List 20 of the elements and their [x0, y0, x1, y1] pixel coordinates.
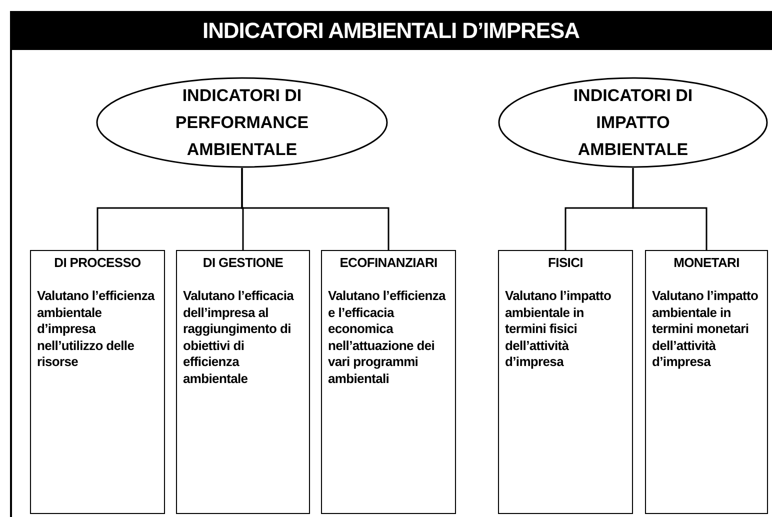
box-description: Valutano l’impatto ambientale in termini fisici dell’attività d’impresa	[505, 288, 612, 370]
indicator-box	[30, 250, 165, 514]
category-heading: INDICATORI DI PERFORMANCE AMBIENTALE	[174, 85, 310, 161]
box-heading: FISICI	[547, 254, 584, 272]
box-description: Valutano l’impatto ambientale in termini monetari dell’attività d’impresa	[652, 288, 760, 370]
indicator-box	[321, 250, 456, 514]
indicator-box	[176, 250, 310, 514]
connector-line	[241, 168, 390, 250]
indicator-box	[498, 250, 633, 514]
box-heading: MONETARI	[672, 254, 740, 272]
category-heading: INDICATORI DI IMPATTO AMBIENTALE	[572, 85, 694, 161]
box-description: Valutano l’efficienza e l’efficacia economica nell’attuazione dei vari programmi ambientali	[328, 288, 447, 387]
box-heading: DI GESTIONE	[202, 254, 284, 272]
title-bar: INDICATORI AMBIENTALI D’IMPRESA	[10, 11, 772, 50]
box-description: Valutano l’efficacia dell’impresa al raggiungimento di obiettivi di efficienza ambientale	[183, 288, 295, 387]
box-description: Valutano l’efficienza ambientale d’impresa nell’utilizzo delle risorse	[37, 288, 156, 370]
box-heading: ECOFINANZIARI	[338, 254, 438, 272]
connector-line	[632, 168, 708, 250]
indicator-box	[645, 250, 768, 514]
box-heading: DI PROCESSO	[53, 254, 142, 272]
